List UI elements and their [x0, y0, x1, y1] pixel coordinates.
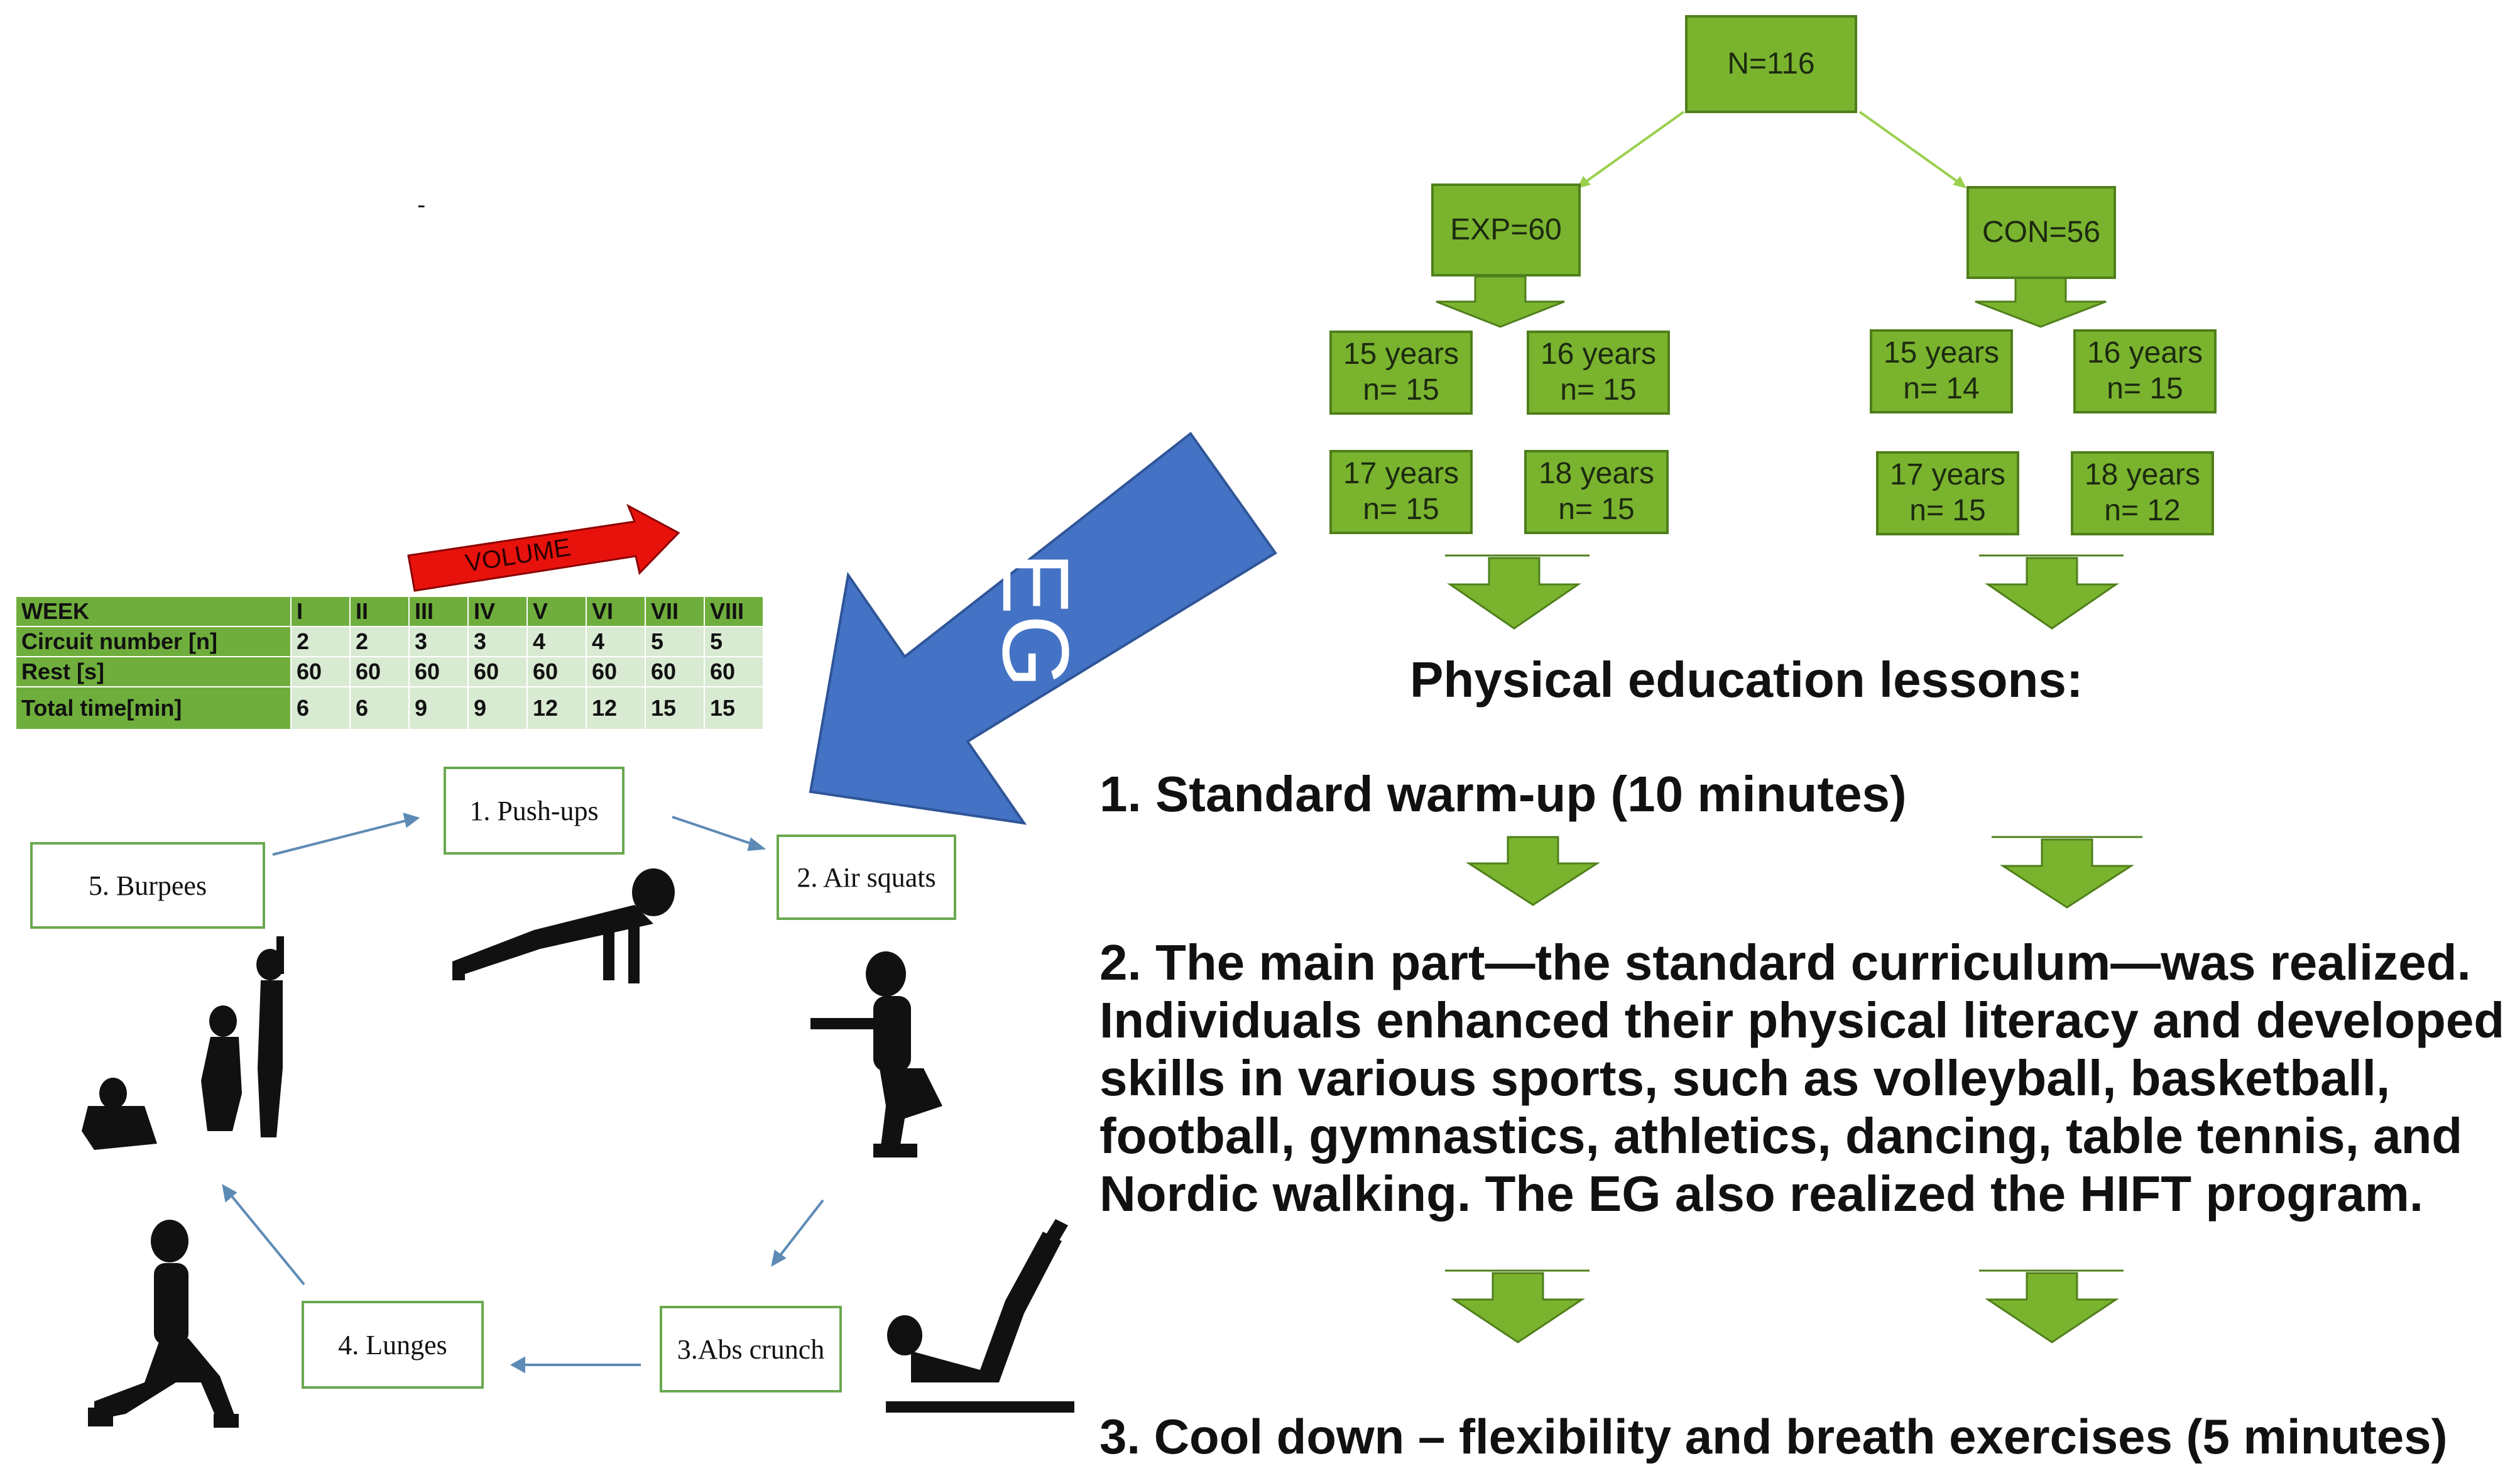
table-row: Rest [s] 60 60 60 60 60 60 60 60	[15, 656, 764, 687]
table-header-cell: WEEK	[15, 596, 292, 627]
circuit-arrow	[272, 819, 409, 856]
table-header-cell: IV	[467, 596, 528, 627]
exp-age-box: 15 years n= 15	[1329, 331, 1473, 415]
table-cell: 9	[408, 686, 469, 730]
exercise-box-pushups: 1. Push-ups	[444, 767, 625, 855]
table-cell: 12	[586, 686, 646, 730]
table-cell: 9	[467, 686, 528, 730]
burpees-silhouette-icon	[82, 936, 284, 1150]
circuit-arrow	[672, 816, 755, 846]
table-header-cell: III	[408, 596, 469, 627]
down-arrow-icon	[1979, 554, 2124, 630]
training-volume-table: WEEK I II III IV V VI VII VIII Circuit n…	[15, 596, 764, 730]
table-cell: 4	[526, 626, 587, 657]
table-cell: 15	[645, 686, 705, 730]
table-cell: 3	[408, 626, 469, 657]
exercise-box-abs-crunch: 3.Abs crunch	[660, 1306, 842, 1393]
down-arrow-icon	[1992, 836, 2142, 909]
down-arrow-icon	[1465, 836, 1601, 906]
con-age-box: 18 years n= 12	[2071, 451, 2214, 535]
down-arrow-icon	[1436, 275, 1565, 328]
table-header-row: WEEK I II III IV V VI VII VIII	[15, 596, 764, 627]
table-cell: 2	[349, 626, 410, 657]
con-age-box: 15 years n= 14	[1870, 329, 2013, 413]
down-arrow-icon	[1445, 1269, 1590, 1343]
circuit-arrow	[229, 1193, 305, 1286]
con-age-box: 17 years n= 15	[1876, 451, 2019, 535]
table-cell: 60	[408, 656, 469, 687]
exercise-box-burpees: 5. Burpees	[30, 842, 265, 929]
con-group-box: CON=56	[1966, 186, 2116, 279]
table-header-cell: I	[290, 596, 351, 627]
table-cell: 5	[645, 626, 705, 657]
con-age-box: 16 years n= 15	[2073, 329, 2217, 413]
down-arrow-icon	[1445, 554, 1590, 630]
step-cooldown: 3. Cool down – flexibility and breath ex…	[1099, 1409, 2448, 1464]
connector-line	[1858, 111, 1961, 185]
pushup-silhouette-icon	[452, 868, 675, 983]
table-cell: 12	[526, 686, 587, 730]
table-header-cell: II	[349, 596, 410, 627]
eg-arrow	[809, 432, 1277, 825]
exercise-box-air-squats: 2. Air squats	[777, 835, 956, 920]
step-warmup: 1. Standard warm-up (10 minutes)	[1099, 766, 1907, 822]
eg-label: EG	[983, 552, 1089, 688]
table-cell: 60	[645, 656, 705, 687]
volume-arrow	[407, 503, 680, 592]
lessons-heading: Physical education lessons:	[1410, 652, 2083, 708]
table-header-cell: V	[526, 596, 587, 627]
crunch-silhouette-icon	[886, 1219, 1074, 1413]
table-cell: 6	[290, 686, 351, 730]
squat-silhouette-icon	[810, 951, 942, 1157]
table-cell: 6	[349, 686, 410, 730]
table-cell: 60	[349, 656, 410, 687]
table-cell: Total time[min]	[15, 686, 292, 730]
table-row: Circuit number [n] 2 2 3 3 4 4 5 5	[15, 626, 764, 657]
table-cell: 60	[526, 656, 587, 687]
table-cell: 60	[290, 656, 351, 687]
table-header-cell: VII	[645, 596, 705, 627]
connector-arrowhead	[1953, 176, 1966, 189]
table-cell: 60	[467, 656, 528, 687]
table-header-cell: VI	[586, 596, 646, 627]
table-cell: Rest [s]	[15, 656, 292, 687]
exp-age-box: 18 years n= 15	[1524, 450, 1669, 534]
circuit-arrow	[778, 1199, 824, 1258]
table-cell: 60	[704, 656, 764, 687]
total-sample-box: N=116	[1685, 15, 1857, 113]
exercise-box-lunges: 4. Lunges	[302, 1301, 484, 1389]
table-cell: 3	[467, 626, 528, 657]
exp-age-box: 16 years n= 15	[1527, 331, 1670, 415]
step-main-part: 2. The main part—the standard curriculum…	[1099, 934, 2505, 1222]
table-cell: 2	[290, 626, 351, 657]
table-cell: Circuit number [n]	[15, 626, 292, 657]
exp-group-box: EXP=60	[1431, 183, 1581, 276]
exp-age-box: 17 years n= 15	[1329, 450, 1473, 534]
table-header-cell: VIII	[704, 596, 764, 627]
table-cell: 60	[586, 656, 646, 687]
table-row: Total time[min] 6 6 9 9 12 12 15 15	[15, 686, 764, 730]
table-cell: 4	[586, 626, 646, 657]
table-cell: 15	[704, 686, 764, 730]
down-arrow-icon	[1975, 275, 2107, 328]
table-cell: 5	[704, 626, 764, 657]
connector-line	[1582, 111, 1685, 185]
stray-dash: -	[417, 191, 426, 219]
down-arrow-icon	[1979, 1269, 2124, 1343]
lunge-silhouette-icon	[88, 1220, 239, 1428]
